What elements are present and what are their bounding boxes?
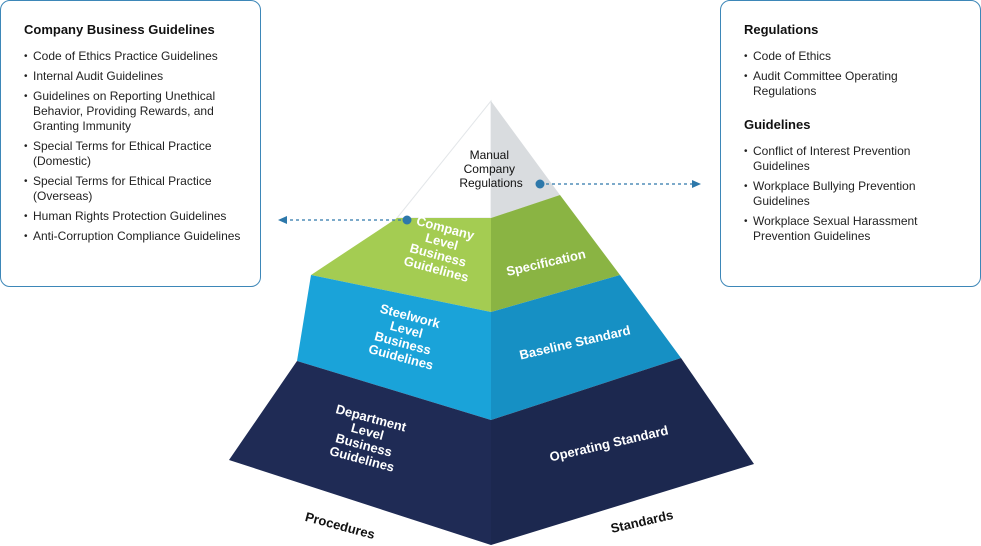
list-item: Special Terms for Ethical Practice (Over… <box>24 174 244 204</box>
list-item: Workplace Sexual Harassment Prevention G… <box>744 214 964 244</box>
tier1-left-face <box>311 218 491 312</box>
guidelines-title: Guidelines <box>744 117 811 132</box>
connector-dot <box>402 215 412 225</box>
tier3-right-face <box>491 358 754 545</box>
list-item: Code of Ethics <box>744 49 964 64</box>
regulations-title: Regulations <box>744 22 819 37</box>
list-item: Conflict of Interest Prevention Guidelin… <box>744 144 964 174</box>
company-business-guidelines-panel: Company Business Guidelines Code of Ethi… <box>0 0 261 287</box>
guidelines-list: Code of Ethics Practice Guidelines Inter… <box>24 49 244 244</box>
list-item: Human Rights Protection Guidelines <box>24 209 244 224</box>
procedures-label: Procedures <box>304 509 377 542</box>
tier1-right-face <box>491 195 620 312</box>
tier2-left-face <box>297 275 491 420</box>
list-item: Special Terms for Ethical Practice (Dome… <box>24 139 244 169</box>
list-item: Code of Ethics Practice Guidelines <box>24 49 244 64</box>
apex-right-face <box>491 101 560 218</box>
left-connector <box>278 215 412 225</box>
list-item: Internal Audit Guidelines <box>24 69 244 84</box>
regulations-guidelines-panel: Regulations Code of Ethics Audit Committ… <box>720 0 981 287</box>
list-item: Workplace Bullying Prevention Guidelines <box>744 179 964 209</box>
connector-dot <box>535 179 545 189</box>
tier3-left-face <box>229 361 491 545</box>
list-item: Guidelines on Reporting Unethical Behavi… <box>24 89 244 134</box>
apex-label: Manual Company Regulations <box>459 148 522 190</box>
arrow-left-icon <box>278 216 287 224</box>
standards-label: Standards <box>609 507 674 536</box>
right-connector <box>535 179 701 189</box>
list-item: Anti-Corruption Compliance Guidelines <box>24 229 244 244</box>
regulations-list: Code of Ethics Audit Committee Operating… <box>744 49 964 99</box>
guidelines-list: Conflict of Interest Prevention Guidelin… <box>744 144 964 244</box>
list-item: Audit Committee Operating Regulations <box>744 69 964 99</box>
tier2-right-face <box>491 275 681 420</box>
panel-title: Company Business Guidelines <box>24 22 215 37</box>
arrow-right-icon <box>692 180 701 188</box>
